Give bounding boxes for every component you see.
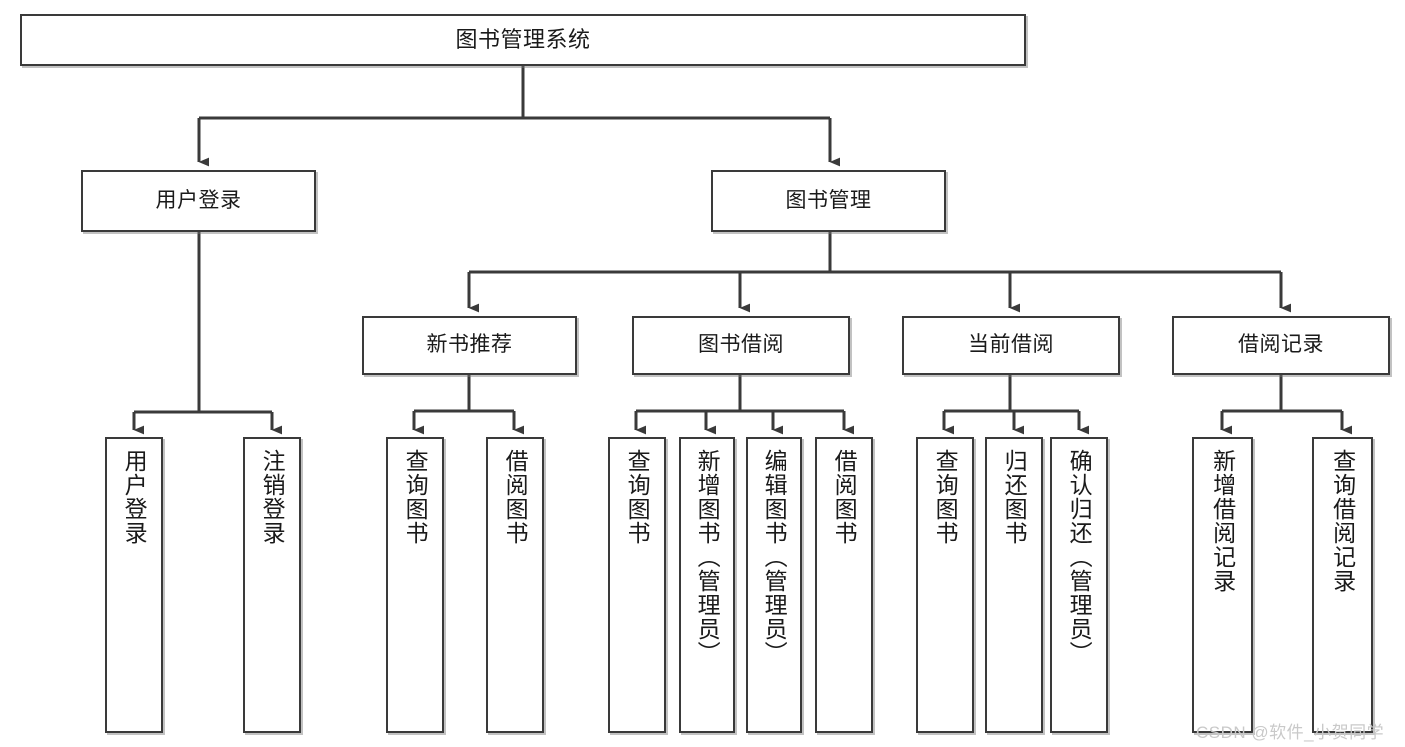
watermark-text: CSDN @软件_小贺同学 [1196, 723, 1385, 742]
node-leaf-add-record[interactable]: 新增借阅记录 [1192, 437, 1253, 733]
node-leaf-add-book-label: 新增图书（管理员） [694, 449, 721, 665]
node-leaf-return-book[interactable]: 归还图书 [985, 437, 1043, 733]
node-leaf-borrow-book-2-label: 借阅图书 [831, 449, 858, 545]
node-book-borrow-label: 图书借阅 [698, 333, 784, 357]
node-new-book-recommend[interactable]: 新书推荐 [362, 316, 577, 375]
node-current-borrow[interactable]: 当前借阅 [902, 316, 1120, 375]
node-leaf-borrow-book-2[interactable]: 借阅图书 [815, 437, 873, 733]
node-leaf-user-login[interactable]: 用户登录 [105, 437, 163, 733]
node-leaf-confirm-return-label: 确认归还（管理员） [1066, 449, 1093, 665]
node-leaf-logout-label: 注销登录 [259, 449, 286, 545]
node-leaf-confirm-return[interactable]: 确认归还（管理员） [1050, 437, 1108, 733]
node-leaf-return-book-label: 归还图书 [1001, 449, 1028, 545]
node-leaf-query-book-1-label: 查询图书 [402, 449, 429, 545]
node-leaf-query-book-3[interactable]: 查询图书 [916, 437, 974, 733]
node-leaf-add-record-label: 新增借阅记录 [1209, 449, 1236, 593]
node-leaf-query-book-2-label: 查询图书 [624, 449, 651, 545]
node-leaf-query-book-1[interactable]: 查询图书 [386, 437, 444, 733]
node-leaf-query-record[interactable]: 查询借阅记录 [1312, 437, 1373, 733]
node-leaf-user-login-label: 用户登录 [121, 449, 148, 545]
node-root[interactable]: 图书管理系统 [20, 14, 1026, 66]
node-leaf-borrow-book-1[interactable]: 借阅图书 [486, 437, 544, 733]
node-borrow-record-label: 借阅记录 [1238, 333, 1324, 357]
node-new-book-recommend-label: 新书推荐 [426, 333, 513, 357]
node-user-login[interactable]: 用户登录 [81, 170, 316, 232]
node-leaf-query-record-label: 查询借阅记录 [1329, 449, 1356, 593]
node-leaf-edit-book-label: 编辑图书（管理员） [761, 449, 788, 665]
node-leaf-query-book-3-label: 查询图书 [932, 449, 959, 545]
node-book-borrow[interactable]: 图书借阅 [632, 316, 850, 375]
node-leaf-query-book-2[interactable]: 查询图书 [608, 437, 666, 733]
node-leaf-logout[interactable]: 注销登录 [243, 437, 301, 733]
node-book-manage-label: 图书管理 [785, 188, 872, 212]
node-current-borrow-label: 当前借阅 [968, 333, 1054, 357]
node-leaf-edit-book[interactable]: 编辑图书（管理员） [746, 437, 802, 733]
node-user-login-label: 用户登录 [155, 188, 242, 212]
node-leaf-add-book[interactable]: 新增图书（管理员） [679, 437, 735, 733]
node-book-manage[interactable]: 图书管理 [711, 170, 946, 232]
node-root-label: 图书管理系统 [455, 27, 591, 53]
node-leaf-borrow-book-1-label: 借阅图书 [502, 449, 529, 545]
node-borrow-record[interactable]: 借阅记录 [1172, 316, 1390, 375]
